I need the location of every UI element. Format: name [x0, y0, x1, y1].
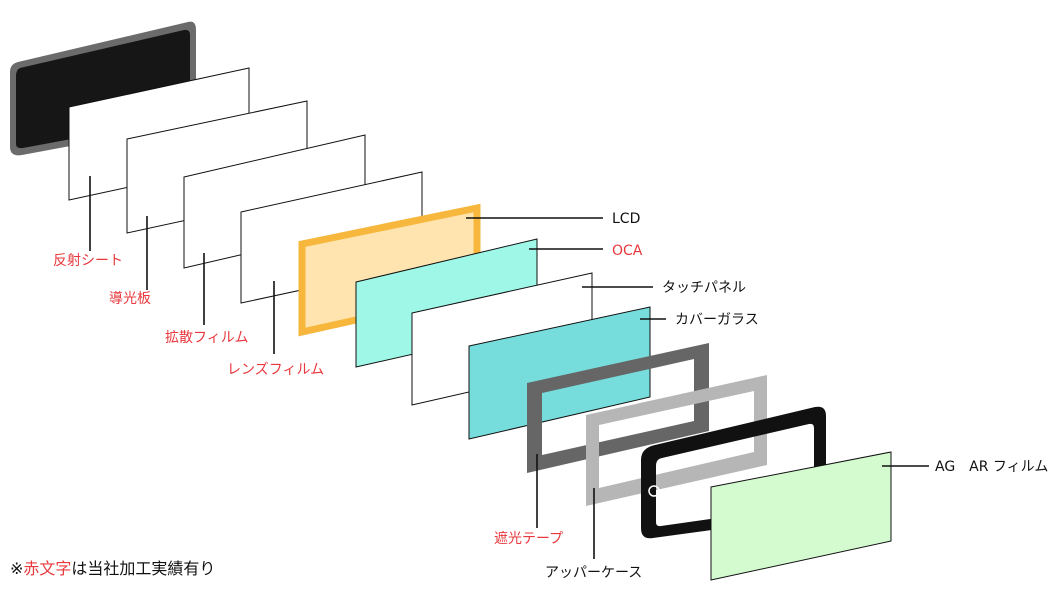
leader-lines: [89, 176, 929, 559]
label-ag-ar: AG AR フィルム: [935, 459, 1048, 475]
cover-glass: [468, 306, 651, 440]
label-lens: レンズフィルム: [227, 362, 324, 378]
bezel-frame: [641, 406, 826, 539]
label-upper-case: アッパーケース: [545, 565, 642, 581]
label-shade: 遮光テープ: [494, 531, 563, 547]
label-diffuser: 拡散フィルム: [165, 330, 248, 346]
label-cover: カバーガラス: [675, 312, 759, 328]
ag-ar-film: [710, 451, 892, 581]
note-highlight: 赤文字: [23, 559, 72, 578]
camera-hole-icon: [648, 485, 660, 497]
shade-tape-frame: [527, 343, 709, 473]
upper-case-frame: [586, 375, 767, 506]
label-touch: タッチパネル: [662, 280, 746, 296]
label-light-guide: 導光板: [109, 291, 151, 307]
note-prefix: ※: [10, 559, 24, 578]
note-suffix: は当社加工実績有り: [71, 559, 216, 578]
label-oca: OCA: [612, 243, 643, 259]
label-reflect: 反射シート: [53, 253, 123, 269]
legend-note: ※赤文字は当社加工実績有り: [10, 555, 215, 579]
label-lcd: LCD: [612, 211, 640, 227]
